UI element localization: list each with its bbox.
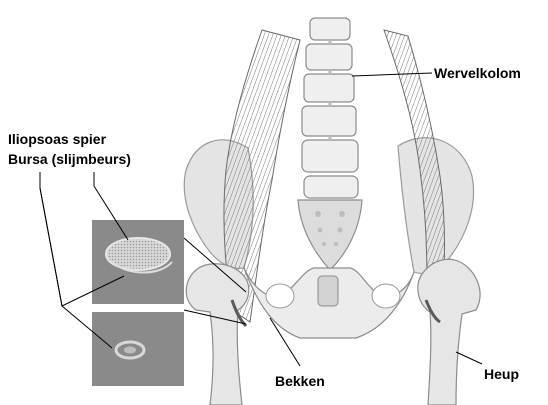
left-femur [186,264,249,405]
pubic-symphysis [318,276,338,306]
inset-bottom-panel [92,312,184,386]
sacrum [298,200,362,270]
left-obturator-foramen [266,284,294,308]
lumbar-spine [302,18,358,198]
right-obturator-foramen [372,284,400,308]
label-bursa: Bursa (slijmbeurs) [8,152,131,166]
label-heup: Heup [484,367,519,381]
label-bekken: Bekken [275,374,325,388]
label-wervelkolom: Wervelkolom [434,66,521,80]
label-iliopsoas-spier: Iliopsoas spier [8,132,106,146]
right-femur [418,259,480,405]
